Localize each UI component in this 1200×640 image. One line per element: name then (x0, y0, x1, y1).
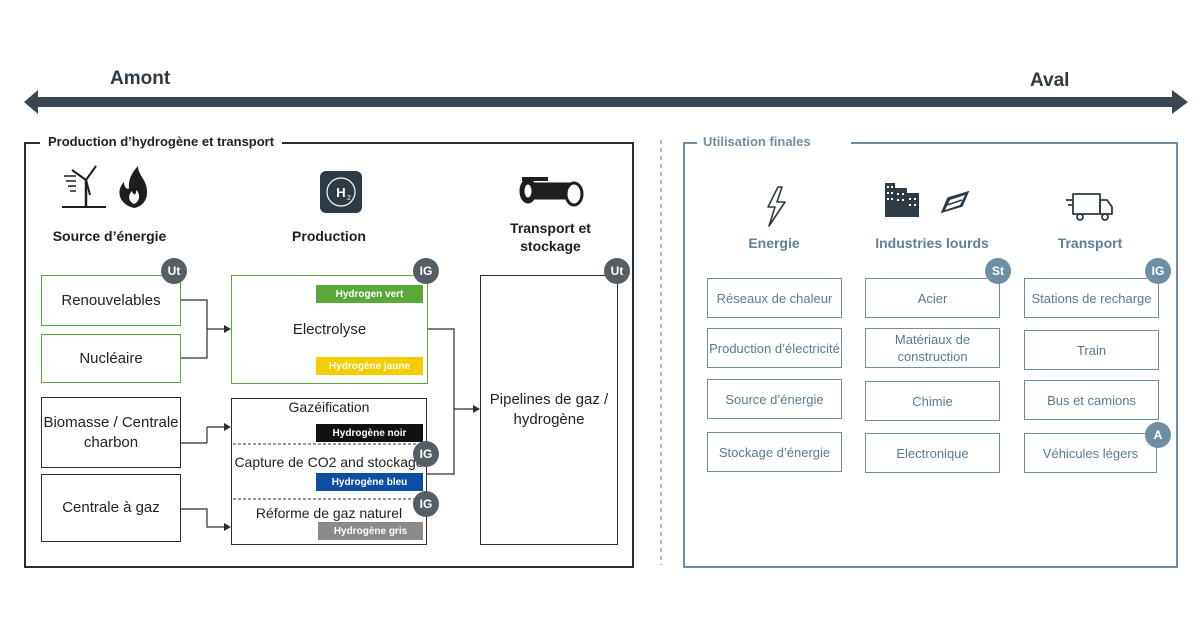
transport-use-item: Stations de recharge (1024, 278, 1159, 318)
header-production: Production (292, 228, 366, 244)
tag-hydrogene-bleu: Hydrogène bleu (316, 473, 423, 491)
industries-item: Chimie (865, 381, 1000, 421)
axis-arrow (24, 90, 1188, 114)
axis-label-downstream: Aval (1030, 70, 1070, 91)
label-reforme: Réforme de gaz naturel (255, 505, 403, 521)
axis-label-upstream: Amont (110, 68, 171, 89)
industries-item: Acier (865, 278, 1000, 318)
header-transport: Transport et stockage (510, 220, 591, 254)
svg-text:H: H (336, 185, 345, 200)
header-industries: Industries lourds (875, 235, 989, 251)
production-panel (24, 142, 634, 568)
label-gazeification: Gazéification (288, 399, 370, 415)
production-panel-title: Production d’hydrogène et transport (40, 134, 283, 149)
transport-use-item: Véhicules légers (1024, 433, 1157, 473)
badge-transport-use: IG (1145, 258, 1171, 284)
badge-source: Ut (161, 258, 187, 284)
energie-item: Réseaux de chaleur (707, 278, 842, 318)
factory-icon (885, 183, 919, 217)
energie-item: Production d’électricité (707, 328, 842, 368)
svg-text:2: 2 (347, 195, 351, 202)
utilisation-panel (683, 142, 1178, 568)
wind-turbine-icon (62, 165, 106, 208)
tag-hydrogene-gris: Hydrogène gris (318, 522, 423, 540)
industries-item: Matériaux de construction (865, 328, 1000, 368)
tag-hydrogen-vert: Hydrogen vert (316, 285, 423, 303)
source-renouvelables: Renouvelables (41, 275, 181, 326)
badge-reforme: IG (413, 491, 439, 517)
source-gaz: Centrale à gaz (41, 474, 181, 542)
energie-item: Stockage d’énergie (707, 432, 842, 472)
flow-connectors (181, 299, 475, 528)
header-energie: Energie (748, 235, 800, 251)
badge-vehicules: A (1145, 422, 1171, 448)
utilisation-panel-title: Utilisation finales (697, 134, 851, 149)
arrowheads (224, 325, 480, 531)
industries-item: Electronique (865, 433, 1000, 473)
label-capture: Capture de CO2 and stockage (234, 454, 424, 470)
energie-item: Source d’énergie (707, 379, 842, 419)
transport-use-item: Bus et camions (1024, 380, 1159, 420)
electrolyse-label: Electrolyse (292, 320, 367, 338)
transport-use-item: Train (1024, 330, 1159, 370)
source-biomasse: Biomasse / Centrale charbon (41, 397, 181, 468)
steel-beam-icon (940, 190, 970, 214)
badge-industries: St (985, 258, 1011, 284)
flame-icon (119, 166, 148, 208)
header-transport-use: Transport (1057, 235, 1123, 251)
header-source: Source d’énergie (52, 228, 167, 244)
tag-hydrogene-jaune: Hydrogène jaune (316, 357, 423, 375)
pipe-icon (519, 177, 584, 207)
h2-icon: H 2 (320, 171, 362, 213)
production-fossil-group (231, 398, 427, 545)
transport-pipelines: Pipelines de gaz / hydrogène (480, 275, 618, 545)
source-nucleaire: Nucléaire (41, 334, 181, 383)
truck-icon (1066, 193, 1113, 221)
tag-hydrogene-noir: Hydrogène noir (316, 424, 423, 442)
badge-production: IG (413, 258, 439, 284)
badge-transport: Ut (604, 258, 630, 284)
badge-capture: IG (413, 441, 439, 467)
lightning-icon (767, 186, 786, 227)
